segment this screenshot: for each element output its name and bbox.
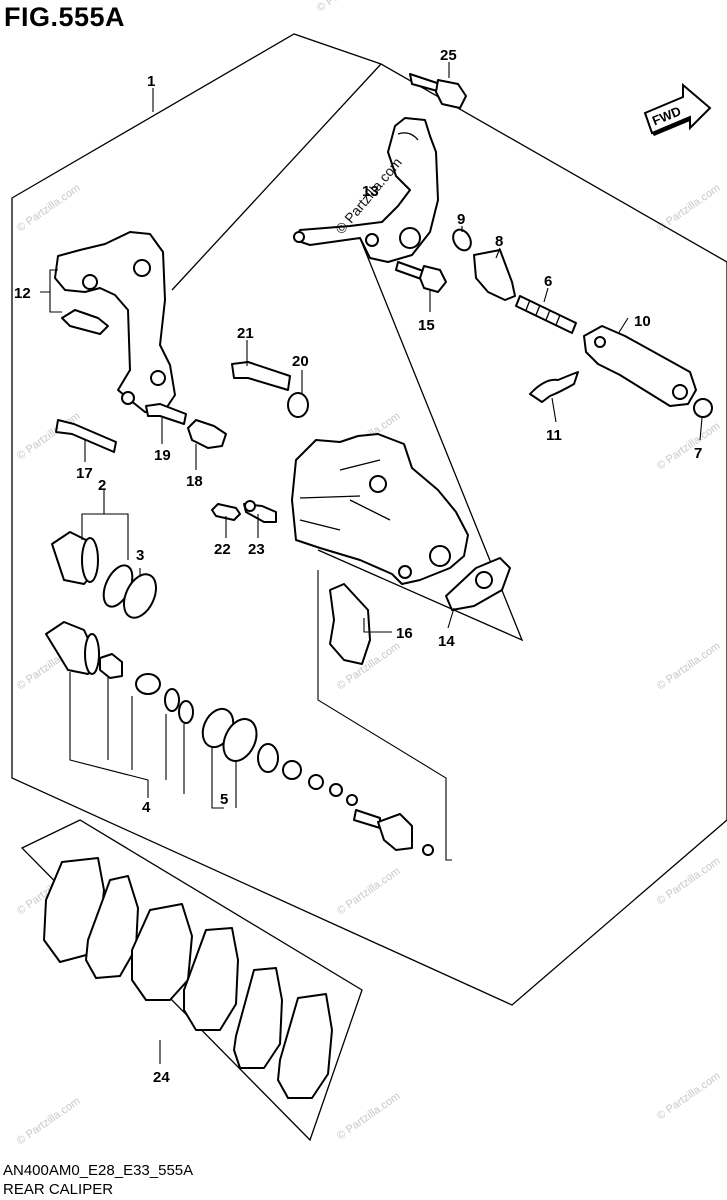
pad-plate-2 xyxy=(183,927,239,1031)
watermark: © Partzilla.com xyxy=(655,640,723,692)
watermark: © Partzilla.com xyxy=(15,1095,83,1147)
callout-10: 10 xyxy=(634,313,651,330)
pin-6 xyxy=(515,295,577,334)
bolt-19 xyxy=(145,403,187,425)
washer-23 xyxy=(243,500,277,523)
adjuster-assembly xyxy=(282,760,434,856)
diagram-code: AN400AM0_E28_E33_555A xyxy=(3,1162,194,1179)
callout-23: 23 xyxy=(248,541,265,558)
watermark: © Partzilla.com xyxy=(655,1070,723,1122)
bolt-15 xyxy=(395,261,447,293)
caliper-group-outline xyxy=(317,237,524,642)
callout-13: 13 xyxy=(362,183,379,200)
forward-arrow: FWD xyxy=(643,82,712,136)
slide-pin-10 xyxy=(583,325,697,407)
seal-3 xyxy=(123,573,157,619)
callout-17: 17 xyxy=(76,465,93,482)
watermark: © Partzilla.com xyxy=(655,420,723,472)
callout-14: 14 xyxy=(438,633,455,650)
callout-1: 1 xyxy=(147,73,155,90)
watermark: © Partzilla.com xyxy=(655,855,723,907)
diagram-name: REAR CALIPER xyxy=(3,1181,114,1198)
callout-25: 25 xyxy=(440,47,457,64)
circlip xyxy=(257,743,279,773)
pin-18 xyxy=(187,419,227,449)
bolt-25 xyxy=(409,73,467,109)
callout-16: 16 xyxy=(396,625,413,642)
callout-4: 4 xyxy=(142,799,151,816)
callout-21: 21 xyxy=(237,325,254,342)
callout-18: 18 xyxy=(186,473,203,490)
pad-set-outline xyxy=(20,819,363,1142)
seal-5b xyxy=(222,718,258,762)
o-ring-9 xyxy=(452,228,472,252)
figure-title: FIG.555A xyxy=(4,2,126,32)
callout-24: 24 xyxy=(153,1069,170,1086)
piston-2 xyxy=(51,531,99,585)
callout-6: 6 xyxy=(544,273,552,290)
callout-22: 22 xyxy=(214,541,231,558)
callout-19: 19 xyxy=(154,447,171,464)
watermark: © Partzilla.com xyxy=(335,1090,403,1142)
watermark: © Partzilla.com xyxy=(335,865,403,917)
spring-4 xyxy=(135,673,161,695)
caliper-bracket-13 xyxy=(293,117,439,263)
callout-11: 11 xyxy=(546,427,562,444)
pin-boot-8 xyxy=(473,249,516,301)
callout-2: 2 xyxy=(98,477,106,494)
assembly-outline xyxy=(11,33,727,1006)
spring-11 xyxy=(529,371,579,403)
bleeder-22 xyxy=(211,503,241,521)
nut-7 xyxy=(693,398,713,418)
callout-5: 5 xyxy=(220,791,228,808)
assembly-outline-inner xyxy=(171,63,382,291)
guide-pin-17 xyxy=(55,419,117,453)
pin-21 xyxy=(231,361,291,391)
callout-12: 12 xyxy=(14,285,31,302)
leader-lines xyxy=(40,62,703,1064)
callout-7: 7 xyxy=(694,445,702,462)
piston-4 xyxy=(45,621,100,675)
callout-9: 9 xyxy=(457,211,465,228)
watermark: © Partzilla.com xyxy=(15,410,83,462)
pad-shim-right xyxy=(277,993,333,1099)
callout-3: 3 xyxy=(136,547,144,564)
pad-spring-16 xyxy=(329,583,371,665)
piston-part-4 xyxy=(99,653,123,679)
gasket-14 xyxy=(445,557,511,611)
callout-8: 8 xyxy=(495,233,503,250)
callout-labels: 1 25 13 9 8 6 10 15 12 21 20 11 7 17 19 … xyxy=(14,47,702,1086)
caliper-body xyxy=(291,433,469,585)
pad-plate-3 xyxy=(233,967,283,1069)
watermark: © Partzilla.com xyxy=(315,0,383,14)
ring-4b xyxy=(178,700,194,724)
pad-lining xyxy=(131,903,193,1001)
callout-15: 15 xyxy=(418,317,435,334)
ring-4a xyxy=(164,688,180,712)
bushing-20 xyxy=(287,392,309,418)
caliper-bracket-12 xyxy=(54,231,176,413)
callout-20: 20 xyxy=(292,353,309,370)
